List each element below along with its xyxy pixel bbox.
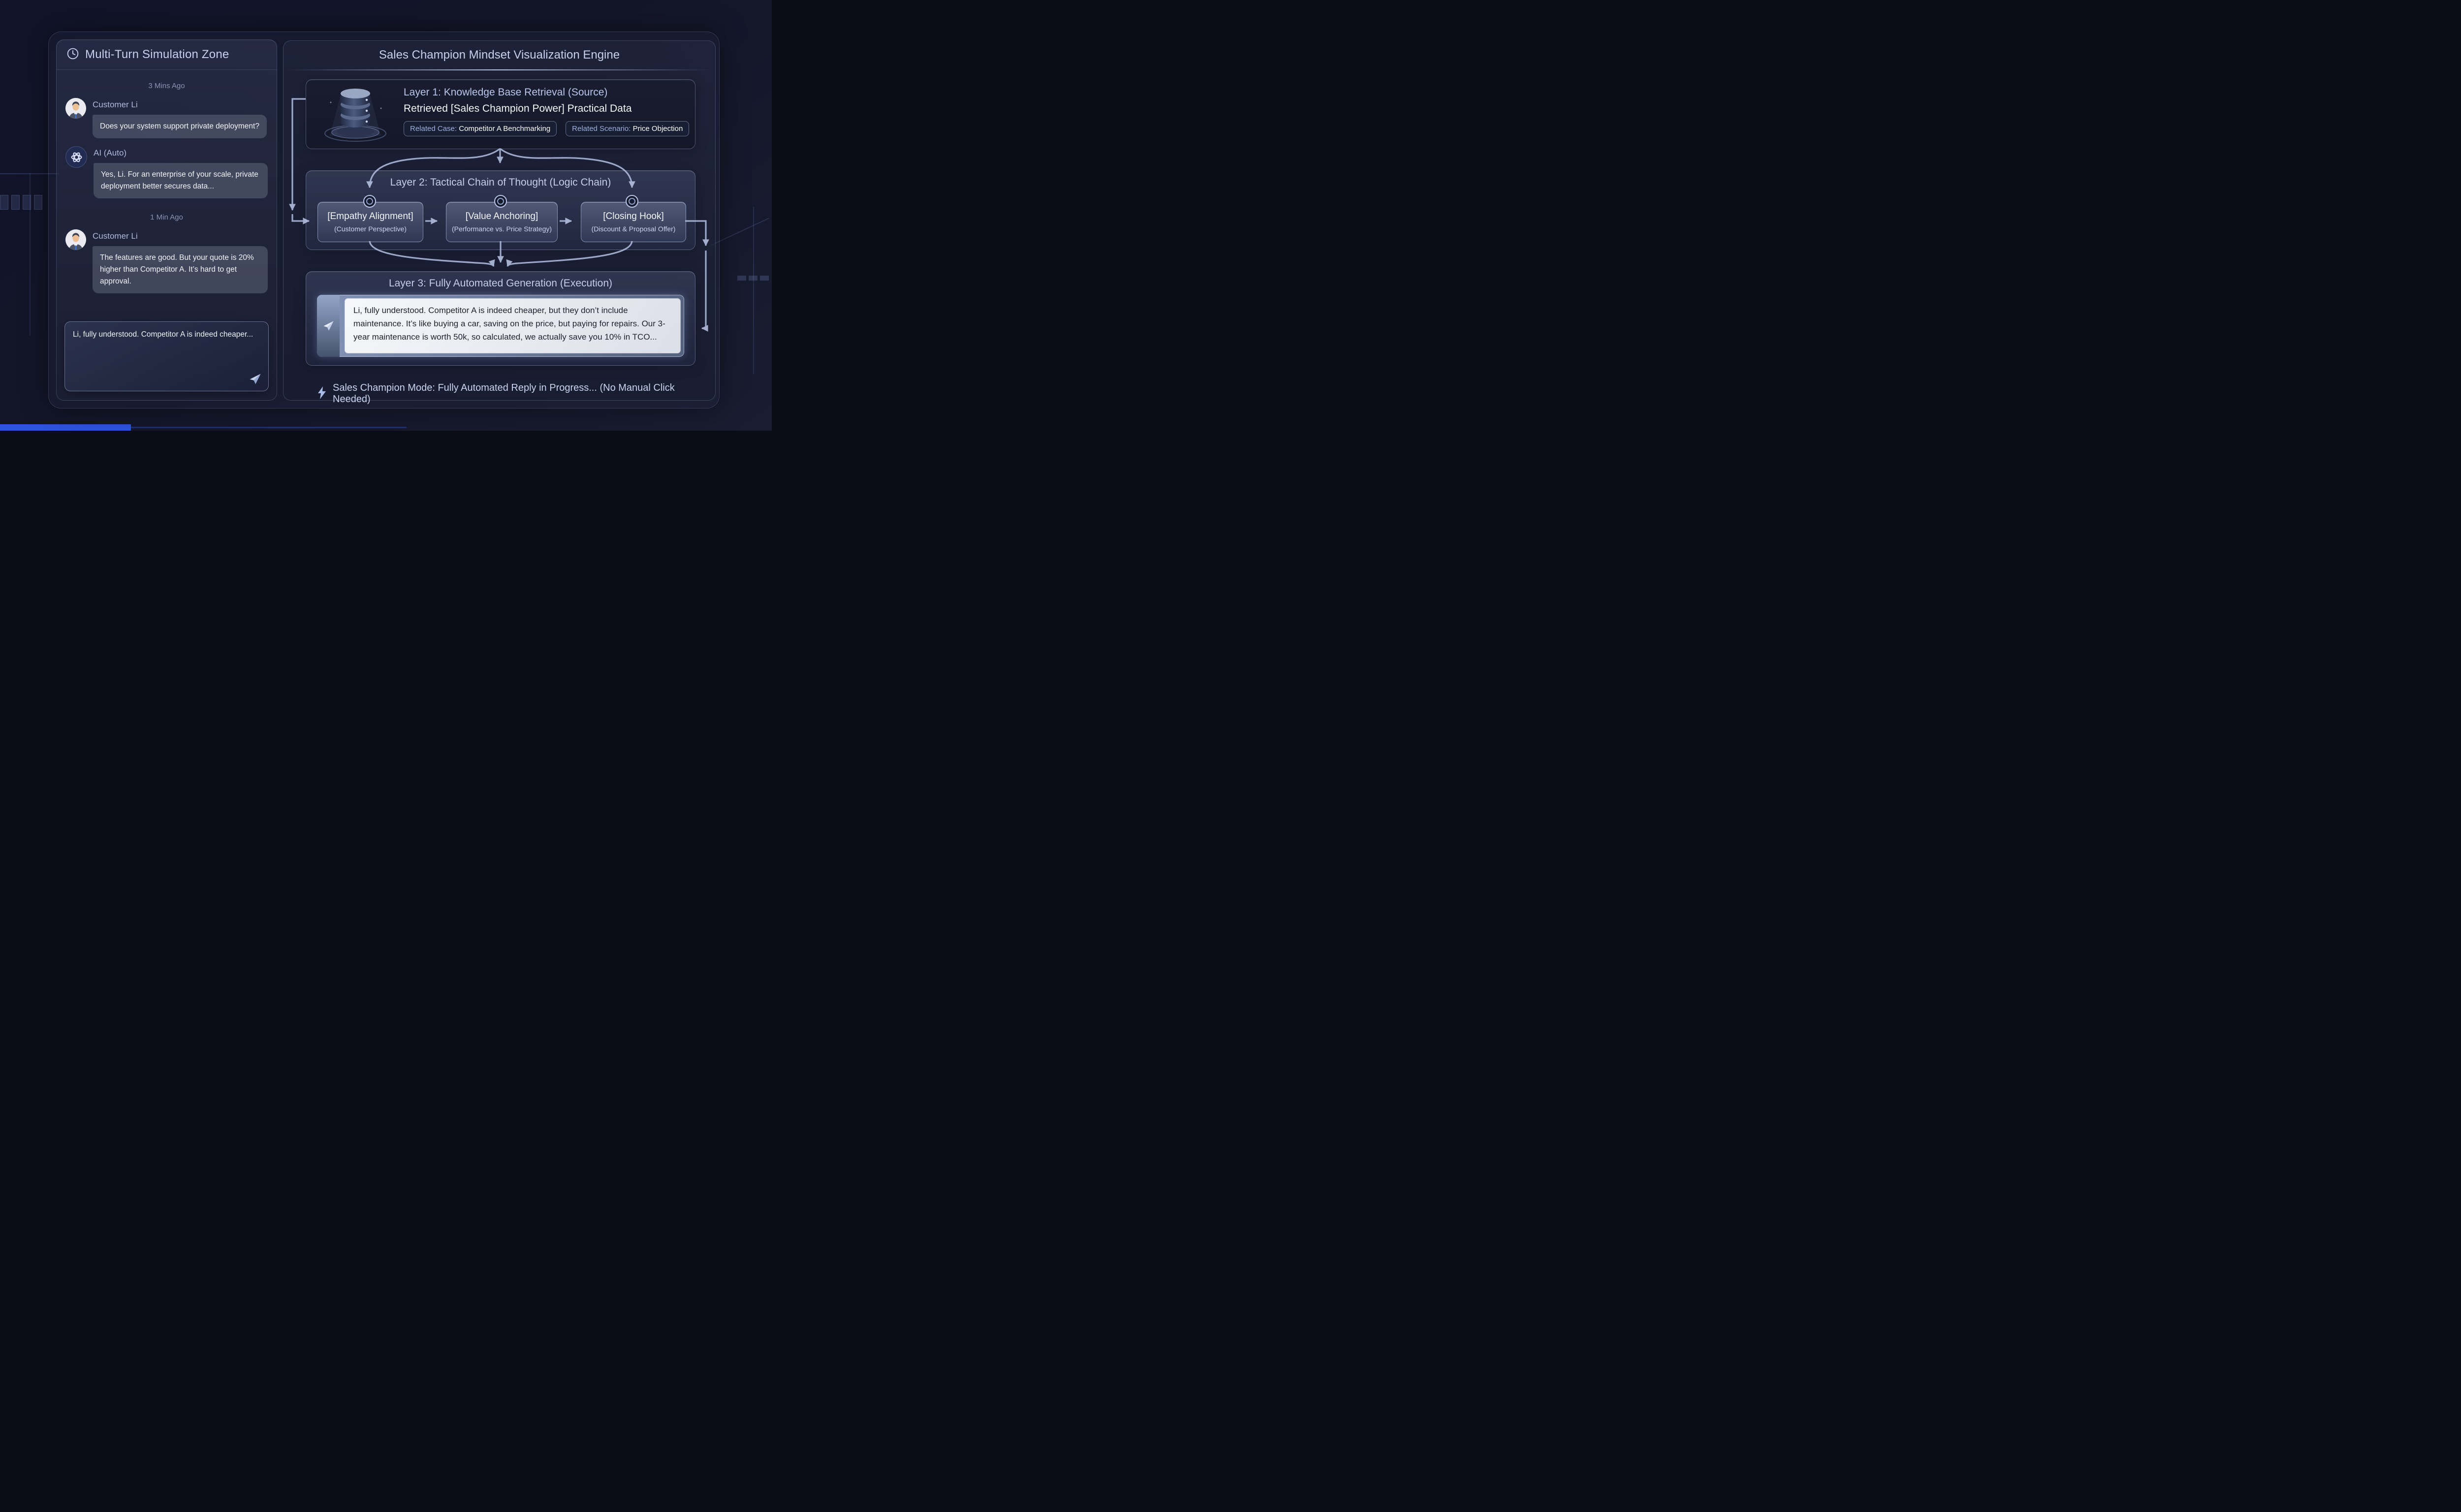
send-button[interactable]: [248, 372, 262, 387]
panel-title: Sales Champion Mindset Visualization Eng…: [379, 48, 620, 62]
status-text: Sales Champion Mode: Fully Automated Rep…: [333, 382, 675, 405]
timestamp: 3 Mins Ago: [148, 82, 185, 90]
message-customer-1: Customer Li Does your system support pri…: [65, 98, 268, 139]
timestamp: 1 Min Ago: [150, 213, 183, 222]
paper-plane-icon: [317, 295, 340, 357]
message-customer-2: Customer Li The features are good. But y…: [65, 229, 268, 294]
layer2-title: Layer 2: Tactical Chain of Thought (Logi…: [390, 177, 611, 188]
message-input[interactable]: Li, fully understood. Competitor A is in…: [64, 321, 269, 391]
header-glow-divider: [286, 69, 712, 70]
dashboard: Multi-Turn Simulation Zone 3 Mins Ago: [0, 0, 772, 431]
layer1-subtitle: Retrieved [Sales Champion Power] Practic…: [404, 103, 632, 114]
node-closing-hook: [Closing Hook] (Discount & Proposal Offe…: [581, 202, 686, 242]
status-bar: Sales Champion Mode: Fully Automated Rep…: [317, 382, 715, 405]
chat-bubble: Does your system support private deploym…: [93, 115, 267, 139]
layer3-card: Layer 3: Fully Automated Generation (Exe…: [306, 271, 695, 366]
chat-bubble: Yes, Li. For an enterprise of your scale…: [94, 163, 268, 199]
message-input-value: Li, fully understood. Competitor A is in…: [73, 330, 253, 339]
visualization-panel: Sales Champion Mindset Visualization Eng…: [283, 40, 716, 405]
layer1-card: Layer 1: Knowledge Base Retrieval (Sourc…: [306, 79, 695, 149]
circuit-line-left-vertical: [30, 173, 31, 336]
chat-bubble: The features are good. But your quote is…: [93, 246, 268, 294]
simulation-panel: Multi-Turn Simulation Zone 3 Mins Ago: [56, 39, 277, 401]
circuit-line-left: [0, 173, 59, 174]
database-icon: [316, 83, 395, 147]
visualization-panel-header: Sales Champion Mindset Visualization Eng…: [284, 41, 715, 69]
sender-name: AI (Auto): [94, 148, 127, 158]
layer1-title: Layer 1: Knowledge Base Retrieval (Sourc…: [404, 87, 608, 98]
node-empathy-alignment: [Empathy Alignment] (Customer Perspectiv…: [317, 202, 423, 242]
related-case-tag: Related Case: Competitor A Benchmarking: [404, 121, 557, 136]
circuit-line-right-vertical: [753, 207, 754, 374]
circuit-squares-left: [0, 195, 42, 210]
openai-logo-icon: [65, 146, 87, 168]
customer-avatar: [65, 98, 86, 119]
node-value-anchoring: [Value Anchoring] (Performance vs. Price…: [446, 202, 558, 242]
sender-name: Customer Li: [93, 231, 138, 241]
simulation-panel-header: Multi-Turn Simulation Zone: [57, 40, 277, 70]
circuit-squares-right: [737, 276, 769, 281]
message-ai: AI (Auto) Yes, Li. For an enterprise of …: [65, 146, 268, 199]
bottom-accent-bar: [0, 424, 131, 431]
generated-reply-card: Li, fully understood. Competitor A is in…: [317, 295, 684, 357]
generated-reply-text: Li, fully understood. Competitor A is in…: [345, 298, 681, 353]
bottom-accent-line: [131, 427, 407, 428]
layer2-card: Layer 2: Tactical Chain of Thought (Logi…: [306, 170, 695, 250]
clock-icon: [66, 47, 79, 63]
lightning-icon: [317, 386, 327, 402]
panel-title: Multi-Turn Simulation Zone: [85, 48, 229, 61]
customer-avatar: [65, 229, 86, 251]
related-scenario-tag: Related Scenario: Price Objection: [566, 121, 690, 136]
sender-name: Customer Li: [93, 100, 138, 109]
layer3-title: Layer 3: Fully Automated Generation (Exe…: [388, 278, 613, 289]
